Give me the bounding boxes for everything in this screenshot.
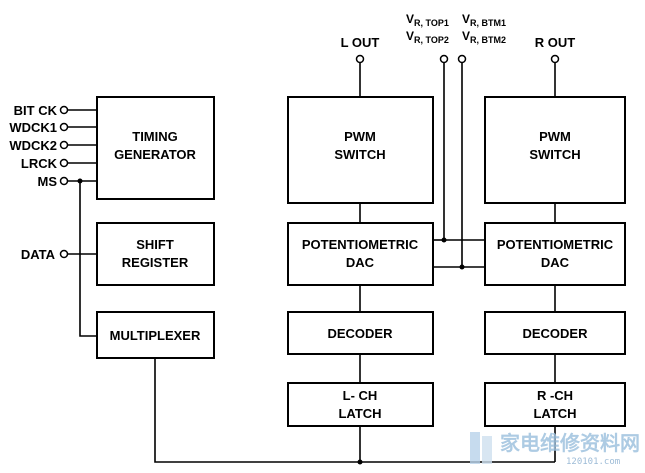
ref-sub-v-r-btm1: R, BTM1 xyxy=(470,18,506,28)
output-label-l-out: L OUT xyxy=(341,35,380,50)
potentiometric-dac-left-block: POTENTIOMETRIC DAC xyxy=(287,222,434,286)
watermark-text: 家电维修资料网 xyxy=(500,431,640,455)
pin-lrck xyxy=(59,158,69,168)
input-label-data: DATA xyxy=(21,247,56,262)
junction-vr-btm xyxy=(459,264,465,270)
pin-ms xyxy=(59,176,69,186)
wires xyxy=(68,63,556,463)
ref-sub-v-r-top2: R, TOP2 xyxy=(414,35,449,45)
reference-labels: VR, TOP1 VR, TOP2 VR, BTM1 VR, BTM2 xyxy=(406,12,506,45)
pwm-switch-left-block: PWM SWITCH xyxy=(287,96,434,204)
input-label-ms: MS xyxy=(38,174,58,189)
pin-vr-top xyxy=(439,54,449,64)
watermark-url: 120101.com xyxy=(566,457,620,467)
timing-generator-label-line1: TIMING xyxy=(132,129,178,144)
wire-vr-top xyxy=(443,63,485,241)
watermark-logo-icon xyxy=(470,432,492,464)
decoder-left-block: DECODER xyxy=(287,311,434,355)
junction-ms xyxy=(77,178,83,184)
potentiometric-dac-right-block: POTENTIOMETRIC DAC xyxy=(484,222,626,286)
pot-dac-right-label-line2: DAC xyxy=(541,255,570,270)
ref-sub-v-r-top1: R, TOP1 xyxy=(414,18,449,28)
pin-data xyxy=(59,249,69,259)
latch-right-label-line2: LATCH xyxy=(533,406,576,421)
input-label-bitck: BIT CK xyxy=(14,103,58,118)
pot-dac-left-label-line1: POTENTIOMETRIC xyxy=(302,237,419,252)
wire-multiplexer-bus xyxy=(154,358,555,463)
ref-label-v-r-top1: VR, TOP1 xyxy=(406,12,449,28)
ref-label-v-r-btm2: VR, BTM2 xyxy=(462,29,506,45)
latch-left-block: L- CH LATCH xyxy=(287,382,434,427)
timing-generator-block: TIMING GENERATOR xyxy=(96,96,215,200)
latch-left-label-line2: LATCH xyxy=(338,406,381,421)
ref-main-v-r-btm1: V xyxy=(462,12,470,26)
ref-label-v-r-btm1: VR, BTM1 xyxy=(462,12,506,28)
pins xyxy=(59,54,560,259)
ref-main-v-r-top2: V xyxy=(406,29,414,43)
ref-sub-v-r-btm2: R, BTM2 xyxy=(470,35,506,45)
shift-register-block: SHIFT REGISTER xyxy=(96,222,215,286)
pin-r-out xyxy=(550,54,560,64)
pin-wdck1 xyxy=(59,122,69,132)
output-label-r-out: R OUT xyxy=(535,35,576,50)
pot-dac-right-label-line1: POTENTIOMETRIC xyxy=(497,237,614,252)
multiplexer-block: MULTIPLEXER xyxy=(96,311,215,359)
timing-generator-label-line2: GENERATOR xyxy=(114,147,196,162)
pin-labels: BIT CK WDCK1 WDCK2 LRCK MS DATA L OUT R … xyxy=(9,35,575,262)
input-label-wdck1: WDCK1 xyxy=(9,120,57,135)
pwm-switch-left-label-line2: SWITCH xyxy=(334,147,385,162)
pwm-switch-right-block: PWM SWITCH xyxy=(484,96,626,204)
junction-vr-top xyxy=(441,237,447,243)
latch-left-label-line1: L- CH xyxy=(343,388,378,403)
pwm-switch-right-label-line1: PWM xyxy=(539,129,571,144)
pin-bitck xyxy=(59,105,69,115)
pwm-switch-left-label-line1: PWM xyxy=(344,129,376,144)
ref-main-v-r-top1: V xyxy=(406,12,414,26)
ref-main-v-r-btm2: V xyxy=(462,29,470,43)
shift-register-label-line2: REGISTER xyxy=(122,255,189,270)
latch-right-block: R -CH LATCH xyxy=(484,382,626,427)
multiplexer-label: MULTIPLEXER xyxy=(110,328,201,343)
input-label-lrck: LRCK xyxy=(21,156,58,171)
input-label-wdck2: WDCK2 xyxy=(9,138,57,153)
decoder-right-block: DECODER xyxy=(484,311,626,355)
watermark: 家电维修资料网 120101.com xyxy=(470,431,640,467)
pwm-switch-right-label-line2: SWITCH xyxy=(529,147,580,162)
pin-vr-btm xyxy=(457,54,467,64)
junctions xyxy=(77,178,465,465)
wire-vr-btm xyxy=(461,63,485,268)
shift-register-label-line1: SHIFT xyxy=(136,237,174,252)
pot-dac-left-label-line2: DAC xyxy=(346,255,375,270)
decoder-right-label: DECODER xyxy=(522,326,588,341)
pin-wdck2 xyxy=(59,140,69,150)
latch-right-label-line1: R -CH xyxy=(537,388,573,403)
wire-ms-to-multiplexer xyxy=(79,181,97,337)
ref-label-v-r-top2: VR, TOP2 xyxy=(406,29,449,45)
decoder-left-label: DECODER xyxy=(327,326,393,341)
pin-l-out xyxy=(355,54,365,64)
junction-bus-left xyxy=(357,459,363,465)
